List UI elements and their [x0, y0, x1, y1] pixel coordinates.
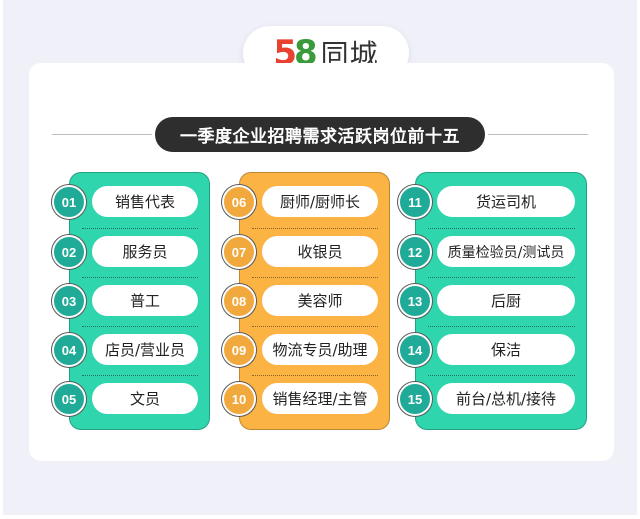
rank-badge: 12	[398, 235, 432, 269]
job-label: 前台/总机/接待	[437, 383, 575, 414]
logo-digit-5: 5	[273, 33, 297, 73]
title-divider-left	[52, 134, 152, 135]
rank-badge: 05	[52, 382, 86, 416]
row-divider	[428, 277, 575, 278]
rank-badge: 09	[222, 333, 256, 367]
row-divider	[82, 228, 198, 229]
job-label: 美容师	[262, 285, 378, 316]
job-label: 保洁	[437, 334, 575, 365]
job-label: 销售经理/主管	[262, 383, 378, 414]
rank-badge: 15	[398, 382, 432, 416]
job-label: 物流专员/助理	[262, 334, 378, 365]
row-divider	[82, 326, 198, 327]
job-label: 货运司机	[437, 186, 575, 217]
job-label: 收银员	[262, 236, 378, 267]
rank-badge: 11	[398, 185, 432, 219]
row-divider	[428, 375, 575, 376]
page-title: 一季度企业招聘需求活跃岗位前十五	[155, 117, 485, 152]
rank-badge: 14	[398, 333, 432, 367]
job-label: 销售代表	[92, 186, 198, 217]
rank-badge: 07	[222, 235, 256, 269]
job-label: 服务员	[92, 236, 198, 267]
title-divider-right	[488, 134, 588, 135]
row-divider	[252, 375, 378, 376]
job-label: 店员/营业员	[92, 334, 198, 365]
rank-badge: 10	[222, 382, 256, 416]
row-divider	[252, 228, 378, 229]
rank-badge: 03	[52, 284, 86, 318]
logo-digit-8: 8	[293, 33, 318, 73]
row-divider	[252, 277, 378, 278]
job-label: 后厨	[437, 285, 575, 316]
job-label: 普工	[92, 285, 198, 316]
rank-badge: 02	[52, 235, 86, 269]
row-divider	[428, 326, 575, 327]
rank-badge: 01	[52, 185, 86, 219]
job-label: 质量检验员/测试员	[437, 236, 575, 267]
job-label: 文员	[92, 383, 198, 414]
row-divider	[82, 277, 198, 278]
rank-badge: 06	[222, 185, 256, 219]
rank-badge: 04	[52, 333, 86, 367]
rank-badge: 13	[398, 284, 432, 318]
row-divider	[252, 326, 378, 327]
rank-badge: 08	[222, 284, 256, 318]
job-label: 厨师/厨师长	[262, 186, 378, 217]
row-divider	[428, 228, 575, 229]
row-divider	[82, 375, 198, 376]
